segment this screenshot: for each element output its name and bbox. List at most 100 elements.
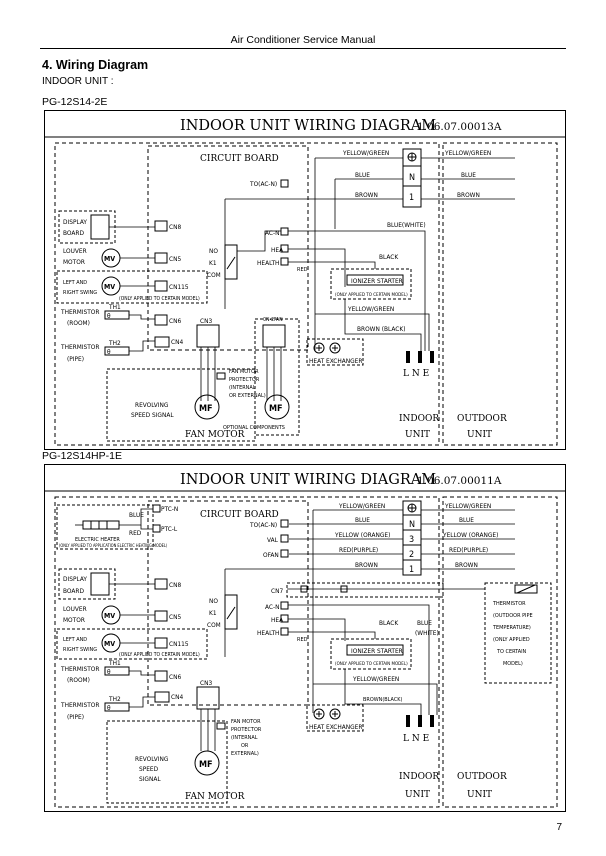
- cn3-label: CN3: [200, 317, 212, 325]
- wire-yellow-green-in: YELLOW/GREEN: [342, 149, 389, 157]
- external-label: EXTERNAL): [231, 751, 259, 757]
- wire-blue-in: BLUE: [355, 516, 370, 524]
- outdoor-therm-6: MODEL): [503, 661, 523, 667]
- outdoor-box: [442, 142, 558, 446]
- cn5-label: CN5: [169, 255, 181, 263]
- diagram-code: 1.06.07.00011A: [417, 475, 502, 487]
- internal-label: (INTERNAL: [231, 735, 258, 741]
- relay-k1: [224, 594, 238, 630]
- outdoor-label: OUTDOOR: [457, 772, 507, 782]
- outdoor-thermistor-box: [484, 582, 552, 684]
- board-label: BOARD: [63, 229, 84, 237]
- mv-label: MV: [104, 255, 115, 263]
- theta-2: θ: [107, 704, 111, 712]
- fan-motor-protector-label: FAN MOTOR: [231, 719, 261, 725]
- diagram-title: INDOOR UNIT WIRING DIAGRAM: [180, 472, 436, 488]
- revolving-label: REVOLVING: [135, 401, 169, 409]
- revolving-label: REVOLVING: [135, 755, 169, 763]
- only-applied-note: (ONLY APPLIED TO CERTAIN MODEL): [119, 652, 200, 658]
- mf-label: MF: [199, 760, 213, 770]
- heat-exchanger-box: [306, 704, 364, 732]
- blue-white-label: BLUE(WHITE): [387, 221, 426, 229]
- cn6-label: CN6: [169, 317, 181, 325]
- pipe-label: (PIPE): [67, 355, 84, 363]
- to-ac-n-label: TO(AC-N): [249, 180, 277, 188]
- cn6-label: CN6: [169, 673, 181, 681]
- indoor-label: INDOOR: [399, 772, 439, 782]
- heat-exchanger-label: HEAT EXCHANGER: [309, 723, 362, 731]
- terminal-1: 1: [409, 193, 414, 203]
- cn7-outdoor-line: [286, 582, 444, 598]
- display-board-box: [58, 210, 116, 244]
- thermistor-room-label: THERMISTOR: [60, 308, 99, 316]
- fan-motor-icon: [194, 750, 220, 776]
- ac-n-label: AC-N: [265, 229, 279, 237]
- heater-red: RED: [129, 529, 142, 537]
- indoor-box: [54, 496, 440, 808]
- wire-brown-out: BROWN: [457, 191, 480, 199]
- ionizer-label: IONIZER STARTER: [351, 277, 403, 285]
- no-label: NO: [209, 247, 218, 255]
- indoor-box: [54, 142, 440, 446]
- black-label: BLACK: [379, 619, 398, 627]
- mv-label-2: MV: [104, 640, 115, 648]
- lne-label: L N E: [403, 734, 429, 744]
- outdoor-unit-text: UNIT: [467, 430, 492, 440]
- thermistor-pipe-label: THERMISTOR: [60, 343, 99, 351]
- heat-exchanger-label: HEAT EXCHANGER: [309, 357, 362, 365]
- k1-label: K1: [209, 259, 217, 267]
- wire-rp-in: RED(PURPLE): [339, 546, 378, 554]
- cn4-label: CN4: [171, 693, 183, 701]
- internal-label: (INTERNAL: [229, 385, 256, 391]
- or-external-label: OR EXTERNAL): [229, 393, 266, 399]
- wire-yo-out: YELLOW (ORANGE): [442, 531, 498, 539]
- wire-rp-out: RED(PURPLE): [449, 546, 488, 554]
- th1-label: TH1: [108, 659, 121, 667]
- circuit-board-label: CIRCUIT BOARD: [200, 510, 279, 520]
- cn8-label: CN8: [169, 223, 181, 231]
- wire-brown-in: BROWN: [355, 191, 378, 199]
- cn115-label: CN115: [169, 283, 189, 291]
- wire-yellow-green-out: YELLOW/GREEN: [444, 149, 491, 157]
- wire-yo-in: YELLOW (ORANGE): [334, 531, 390, 539]
- fan-motor-label: FAN MOTOR: [185, 792, 245, 802]
- terminal-block: [402, 500, 422, 576]
- model-label-2: PG-12S14HP-1E: [42, 450, 122, 462]
- outdoor-box: [442, 496, 558, 808]
- heater-element: [82, 520, 120, 530]
- outdoor-therm-2: (OUTDOOR PIPE: [493, 613, 533, 619]
- pipe-label: (PIPE): [67, 713, 84, 721]
- to-ac-n-label: TO(AC-N): [249, 521, 277, 529]
- indoor-unit-label: INDOOR UNIT :: [42, 76, 114, 87]
- cn115-label: CN115: [169, 640, 189, 648]
- speed-signal-label: SPEED SIGNAL: [131, 411, 174, 419]
- red-label: RED: [297, 267, 308, 273]
- red-label: RED: [297, 637, 308, 643]
- indoor-label: INDOOR: [399, 414, 439, 424]
- thermistor-room-label: THERMISTOR: [60, 665, 99, 673]
- lne-label: L N E: [403, 369, 429, 379]
- diagram-title: INDOOR UNIT WIRING DIAGRAM: [180, 118, 436, 134]
- wire-yg-out: YELLOW/GREEN: [444, 502, 491, 510]
- yellow-green-inner: YELLOW/GREEN: [352, 675, 399, 683]
- wire-yg-in: YELLOW/GREEN: [338, 502, 385, 510]
- cn4-label: CN4: [171, 338, 183, 346]
- circuit-board-enclosure: [147, 500, 309, 706]
- or-label: OR: [241, 743, 249, 749]
- relay-k1: [224, 244, 238, 280]
- outdoor-label: OUTDOOR: [457, 414, 507, 424]
- ptc-l-label: PTC-L: [161, 525, 178, 533]
- wire-blue-out: BLUE: [461, 171, 476, 179]
- theta-2: θ: [107, 348, 111, 356]
- hea-label: HEA: [271, 616, 283, 624]
- th2-label: TH2: [108, 695, 121, 703]
- left-and-label: LEFT AND: [63, 280, 87, 286]
- no-label: NO: [209, 597, 218, 605]
- outdoor-therm-3: TEMPERATURE): [492, 625, 531, 631]
- mv-label-2: MV: [104, 283, 115, 291]
- model-label-1: PG-12S14-2E: [42, 96, 108, 108]
- brown-black-label: BROWN (BLACK): [357, 325, 405, 333]
- white-label: (WHITE): [415, 629, 439, 637]
- lne-terminals: [406, 715, 434, 727]
- mf-label-optional: MF: [269, 404, 283, 414]
